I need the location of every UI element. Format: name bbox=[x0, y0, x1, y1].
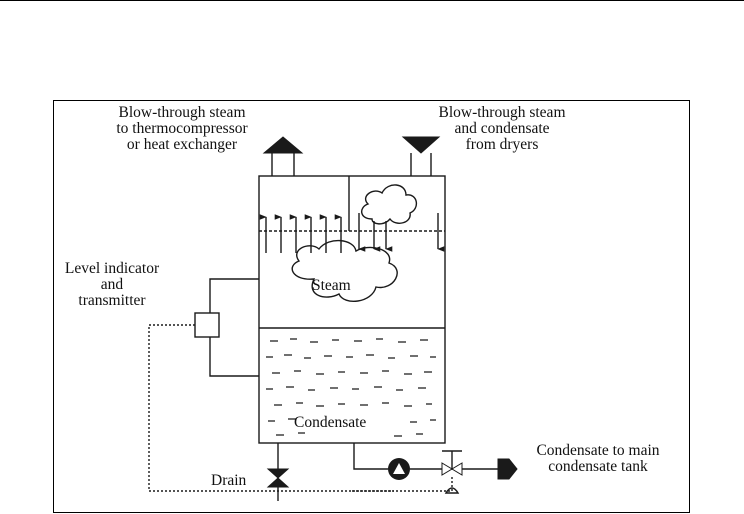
signal-line bbox=[149, 325, 394, 491]
outlet-main-label: Condensate to main condensate tank bbox=[518, 443, 678, 475]
inlet-top-label: Blow-through steam and condensate from d… bbox=[422, 105, 582, 153]
outlet-arrow-right bbox=[498, 459, 517, 479]
drain-valve-top bbox=[268, 469, 288, 478]
outlet-top-label: Blow-through steam to thermocompressor o… bbox=[92, 105, 272, 153]
level-line-3: transmitter bbox=[54, 293, 170, 309]
drain-valve-bottom bbox=[268, 478, 288, 487]
outlet-top-line-3: or heat exchanger bbox=[92, 137, 272, 153]
inlet-nozzle bbox=[411, 153, 431, 176]
outlet-top-line-2: to thermocompressor bbox=[92, 121, 272, 137]
level-line-2: and bbox=[54, 277, 170, 293]
page-top-rule bbox=[0, 0, 744, 1]
drain-label: Drain bbox=[211, 473, 246, 489]
separator-vessel bbox=[259, 176, 445, 443]
condensate-label: Condensate bbox=[294, 415, 366, 431]
level-transmitter-box bbox=[195, 313, 219, 337]
steam-label: Steam bbox=[312, 278, 351, 294]
level-indicator-label: Level indicator and transmitter bbox=[54, 261, 170, 309]
inlet-top-line-3: from dryers bbox=[422, 137, 582, 153]
inlet-top-line-2: and condensate bbox=[422, 121, 582, 137]
outlet-top-line-1: Blow-through steam bbox=[92, 105, 272, 121]
level-line-1: Level indicator bbox=[54, 261, 170, 277]
condensate-outlet-pipe bbox=[354, 443, 498, 469]
outlet-nozzle bbox=[272, 153, 294, 176]
outlet-main-line-1: Condensate to main bbox=[518, 443, 678, 459]
separator-diagram: Blow-through steam to thermocompressor o… bbox=[53, 100, 690, 513]
outlet-main-line-2: condensate tank bbox=[518, 459, 678, 475]
steam-cloud-small bbox=[362, 185, 417, 224]
inlet-top-line-1: Blow-through steam bbox=[422, 105, 582, 121]
